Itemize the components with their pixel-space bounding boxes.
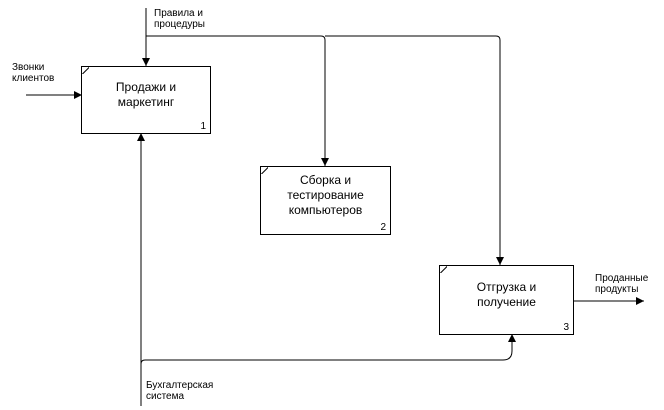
- label-sold-products: Проданные продукты: [595, 273, 649, 295]
- arrow-rules-to-box-3: [325, 35, 504, 265]
- activity-box-sales-marketing[interactable]: Продажи и маркетинг 1: [81, 66, 211, 134]
- label-rules-procedures: Правила и процедуры: [154, 8, 205, 30]
- box-title: Продажи и маркетинг: [115, 80, 177, 109]
- activity-box-shipping-receiving[interactable]: Отгрузка и получение 3: [439, 265, 574, 335]
- arrow-rules-to-box-2: [146, 35, 329, 166]
- box-number: 2: [380, 222, 386, 233]
- box-number: 1: [200, 121, 206, 132]
- box-corner-mark: [440, 266, 447, 273]
- box-number: 3: [563, 322, 569, 333]
- label-customer-calls: Звонки клиентов: [12, 62, 55, 84]
- activity-box-assembly-testing[interactable]: Сборка и тестирование компьютеров 2: [260, 166, 391, 235]
- box-title: Сборка и тестирование компьютеров: [287, 173, 364, 217]
- box-corner-mark: [82, 67, 89, 74]
- box-title: Отгрузка и получение: [476, 280, 537, 309]
- label-accounting-system: Бухгалтерская система: [146, 380, 214, 402]
- arrow-accounting-to-box-3: [140, 334, 516, 365]
